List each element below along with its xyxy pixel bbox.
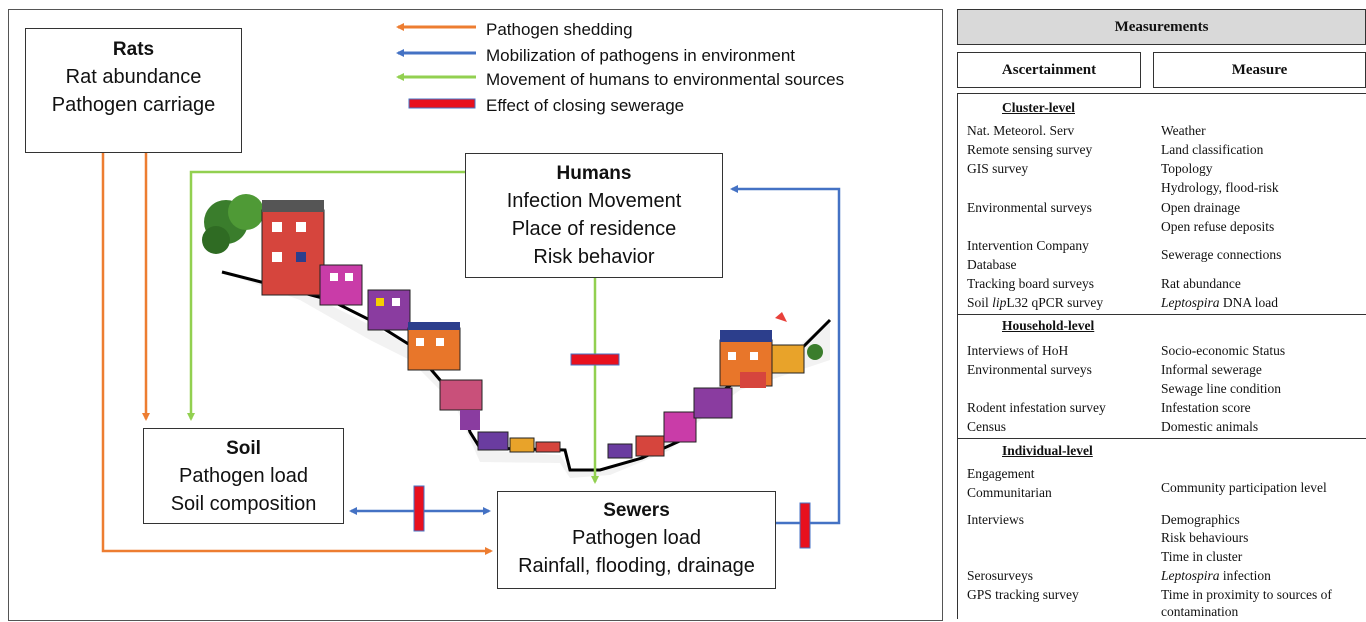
humans-line-3: Risk behavior — [533, 246, 655, 268]
table-cell: Infestation score — [1161, 400, 1251, 415]
table-cell: Tracking board surveys — [967, 276, 1094, 291]
table-cell: Environmental surveys — [967, 362, 1092, 377]
measurements-table: Cluster-level Nat. Meteorol. Serv Weathe… — [957, 93, 1366, 619]
table-cell: Environmental surveys — [967, 200, 1092, 215]
table-cell: Interviews — [967, 512, 1024, 527]
cluster-level-title: Cluster-level — [1002, 100, 1075, 115]
table-cell: Interviews of HoH — [967, 343, 1069, 358]
table-cell: contamination — [1161, 604, 1239, 619]
soil-line-2: Soil composition — [170, 493, 317, 515]
humans-to-soil-arrow — [187, 170, 465, 421]
table-cell: Demographics — [1161, 512, 1240, 527]
table-cell: Socio-economic Status — [1161, 343, 1286, 358]
legend-swatches — [396, 23, 476, 109]
diagram-arrows — [101, 23, 841, 555]
household-level-title: Household-level — [1002, 318, 1095, 333]
table-cell: Database — [967, 257, 1017, 272]
table-cell: GIS survey — [967, 161, 1029, 176]
humans-line-1: Infection Movement — [506, 190, 682, 212]
section-divider — [958, 438, 1366, 439]
individual-level-title: Individual-level — [1002, 443, 1093, 458]
rats-box: Rats Rat abundance Pathogen carriage — [25, 28, 242, 153]
table-cell: Open drainage — [1161, 200, 1241, 215]
table-cell: Sewerage connections — [1161, 247, 1282, 262]
rats-line-2: Pathogen carriage — [51, 94, 216, 116]
table-cell: Intervention Company — [967, 238, 1089, 253]
humans-line-2: Place of residence — [511, 218, 677, 240]
rats-title: Rats — [112, 39, 155, 60]
sewerage-bar-humans — [570, 353, 620, 366]
rats-line-1: Rat abundance — [65, 66, 202, 88]
table-cell: Leptospira DNA load — [1161, 295, 1279, 310]
table-cell: Remote sensing survey — [967, 142, 1093, 157]
table-cell: Nat. Meteorol. Serv — [967, 123, 1075, 138]
table-cell: Rat abundance — [1161, 276, 1241, 291]
table-cell: Time in cluster — [1161, 549, 1243, 564]
table-cell: Serosurveys — [967, 568, 1033, 583]
legend-bar-red — [408, 98, 476, 109]
section-divider — [958, 314, 1366, 315]
sewers-title: Sewers — [603, 500, 670, 521]
soil-title: Soil — [226, 438, 261, 459]
human-movement-arrows — [187, 170, 599, 484]
measurements-panel: Measurements Ascertainment Measure Clust… — [950, 9, 1366, 619]
closing-sewerage-markers — [413, 353, 811, 549]
sewers-line-1: Pathogen load — [571, 527, 701, 549]
rats-to-sewers-arrow — [101, 153, 493, 555]
table-cell: Land classification — [1161, 142, 1264, 157]
table-cell: Topology — [1161, 161, 1213, 176]
table-cell: Communitarian — [967, 485, 1052, 500]
humans-box: Humans Infection Movement Place of resid… — [465, 153, 723, 278]
table-cell: Informal sewerage — [1161, 362, 1262, 377]
table-cell: Time in proximity to sources of — [1161, 587, 1332, 602]
table-cell: Census — [967, 419, 1007, 434]
favela-illustration — [202, 194, 832, 478]
table-cell: Rodent infestation survey — [967, 400, 1106, 415]
sewers-line-2: Rainfall, flooding, drainage — [518, 555, 755, 577]
sewers-box: Sewers Pathogen load Rainfall, flooding,… — [497, 491, 776, 589]
measure-header: Measure — [1153, 52, 1366, 88]
sewerage-bar-soil — [413, 485, 425, 532]
measurements-header: Measurements — [957, 9, 1366, 45]
table-cell: Engagement — [967, 466, 1035, 481]
table-cell: Domestic animals — [1161, 419, 1259, 434]
table-cell: Hydrology, flood-risk — [1161, 180, 1279, 195]
table-cell: Weather — [1161, 123, 1206, 138]
soil-box: Soil Pathogen load Soil composition — [143, 428, 344, 524]
table-cell: Open refuse deposits — [1161, 219, 1275, 234]
ascertainment-header: Ascertainment — [957, 52, 1141, 88]
pathogen-shedding-arrows — [101, 153, 493, 555]
table-cell: Sewage line condition — [1161, 381, 1281, 396]
table-cell: GPS tracking survey — [967, 587, 1079, 602]
table-cell: Community participation level — [1161, 480, 1327, 495]
table-cell: Leptospira infection — [1161, 568, 1271, 583]
sewerage-bar-sewers — [799, 502, 811, 549]
table-cell: Risk behaviours — [1161, 530, 1249, 545]
table-cell: Soil lipL32 qPCR survey — [967, 295, 1104, 310]
humans-title: Humans — [556, 163, 632, 184]
soil-line-1: Pathogen load — [178, 465, 308, 487]
